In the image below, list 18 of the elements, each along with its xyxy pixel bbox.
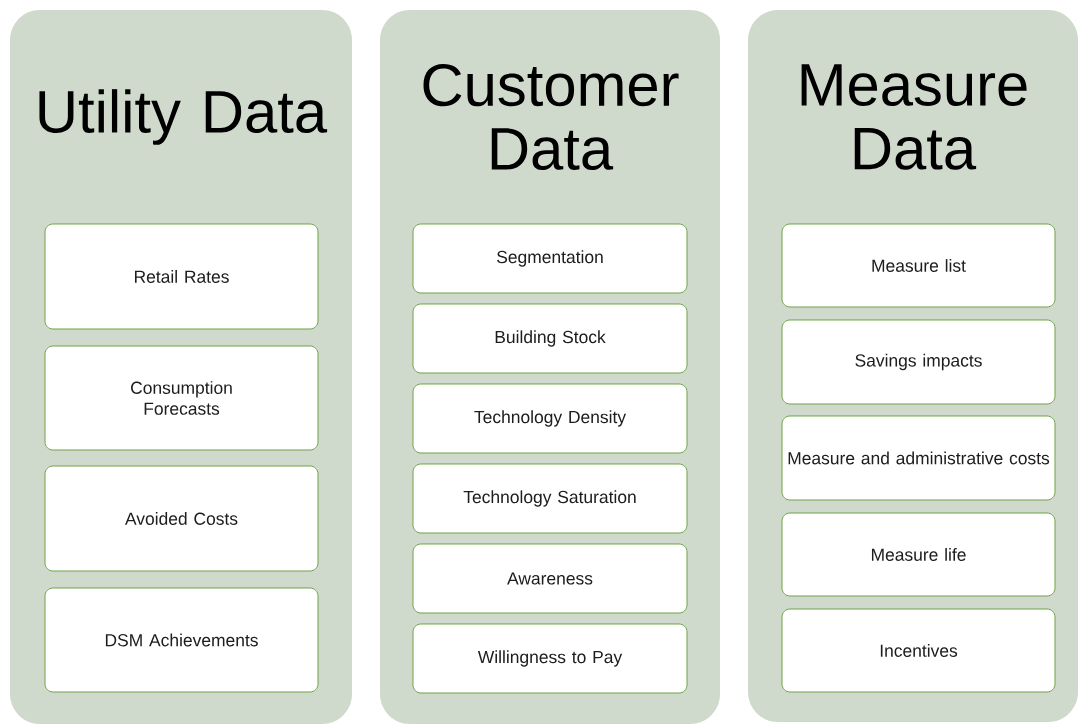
data-box: Segmentation <box>412 223 688 294</box>
data-box: Awareness <box>412 543 688 614</box>
data-box: Measure list <box>781 223 1056 308</box>
data-box: Incentives <box>781 608 1056 693</box>
column-heading: Customer Data <box>423 63 679 171</box>
data-box: Building Stock <box>412 303 688 374</box>
column-heading: Measure Data <box>801 64 1027 170</box>
column-heading: Utility Data <box>39 89 328 145</box>
data-box: Technology Saturation <box>412 463 688 534</box>
data-box: Measure life <box>781 512 1056 597</box>
data-box: Savings impacts <box>781 319 1056 405</box>
data-box: Technology Density <box>412 383 688 454</box>
data-box: Avoided Costs <box>44 465 319 572</box>
data-box: Measure and administrative costs <box>781 415 1056 501</box>
data-box: Retail Rates <box>44 223 319 330</box>
data-box: Willingness to Pay <box>412 623 688 694</box>
data-box: Consumption Forecasts <box>44 345 319 451</box>
data-box: DSM Achievements <box>44 587 319 693</box>
